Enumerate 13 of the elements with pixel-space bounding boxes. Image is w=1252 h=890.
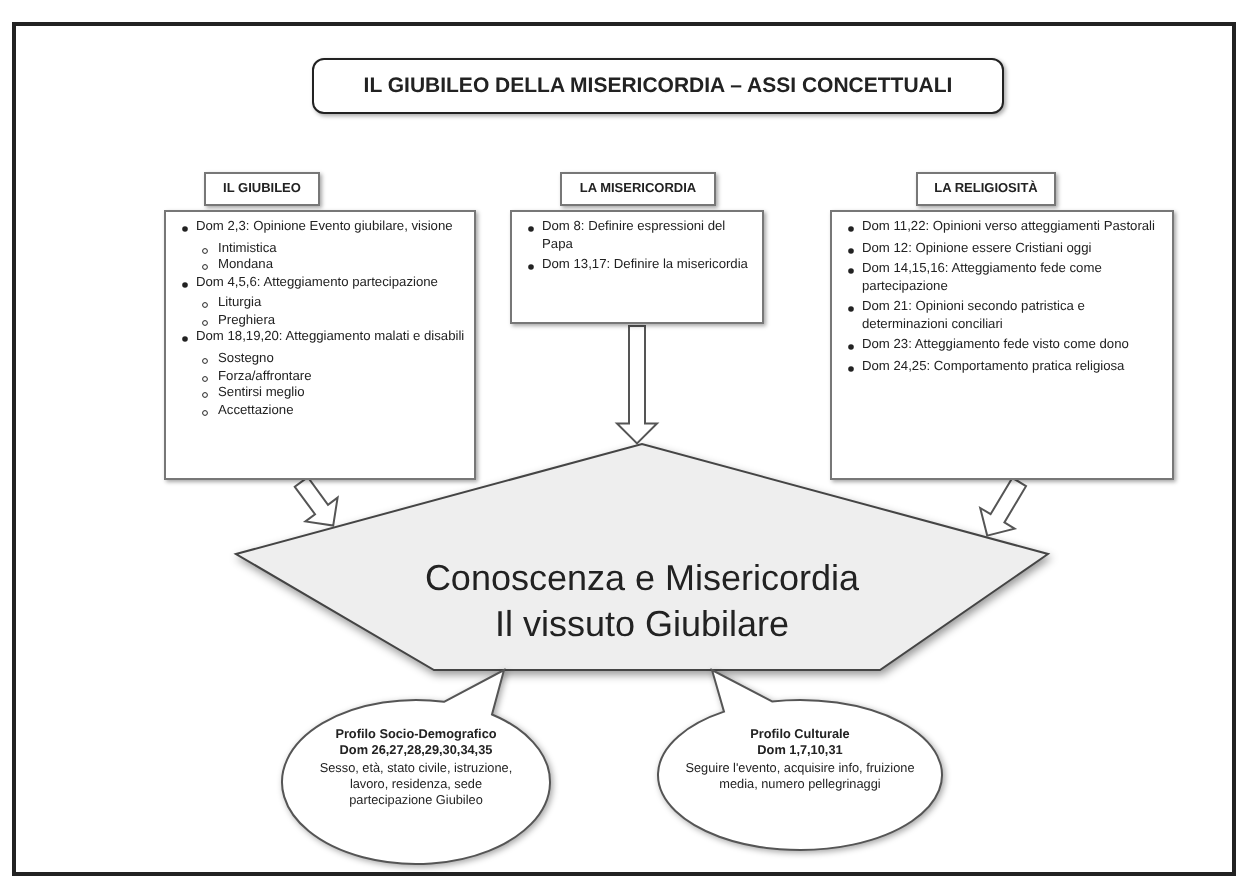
central-text: Il vissuto Giubilare — [494, 601, 790, 646]
title-box — [312, 58, 1004, 114]
block-arrow — [293, 475, 339, 527]
heading-box — [560, 172, 716, 206]
heading-text: IL GIUBILEO DELLA MISERICORDIA – ASSI CONCETTUALI — [363, 74, 953, 98]
content-box — [164, 210, 476, 480]
central-text: Conoscenza e Misericordia — [424, 556, 860, 601]
heading-box — [916, 172, 1056, 206]
block-arrow — [614, 325, 660, 445]
content-box — [830, 210, 1174, 480]
heading-box — [204, 172, 320, 206]
content-box — [510, 210, 764, 324]
block-arrow — [978, 476, 1028, 537]
